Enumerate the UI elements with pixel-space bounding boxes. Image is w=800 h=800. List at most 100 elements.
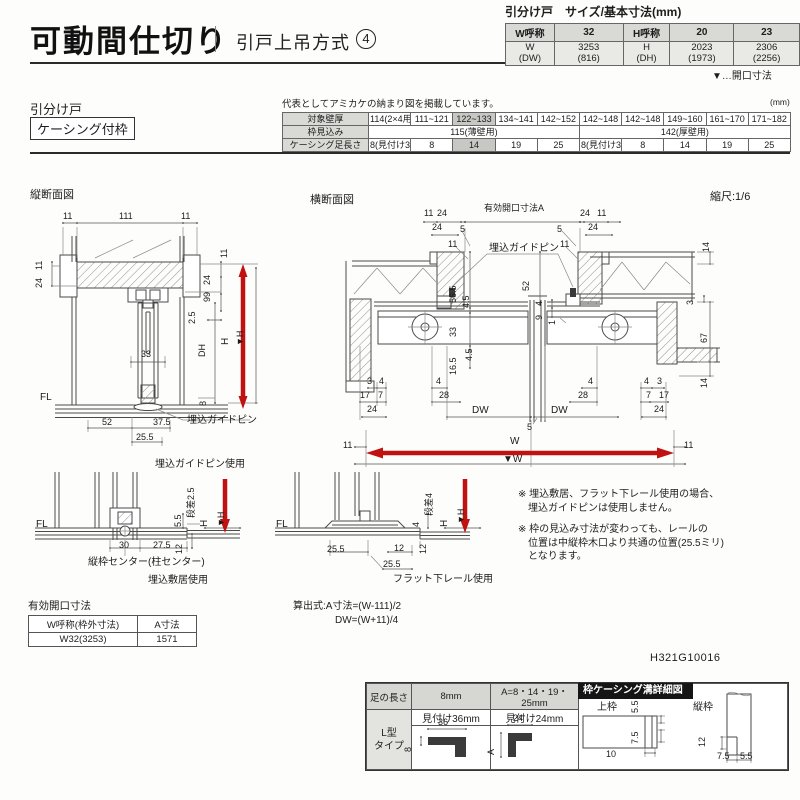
dim: 12 (394, 543, 405, 553)
dim: 24 (202, 274, 212, 285)
dim: 12 (174, 543, 184, 554)
calculation-formula: 算出式:A寸法=(W-111)/2 DW=(W+11)/4 (293, 600, 401, 628)
table-cell: 134~141 (494, 112, 538, 126)
dim: 30 (119, 540, 130, 550)
dim: 24 (432, 222, 443, 232)
table-cell: W(DW) (505, 41, 555, 66)
formula-line: 算出式:A寸法=(W-111)/2 (293, 601, 402, 612)
dim: 11 (343, 440, 353, 450)
table-cell: 14 (663, 138, 707, 152)
dim: 24 (367, 404, 378, 414)
table-cell: 111~121 (410, 112, 454, 126)
table-cell: 19 (705, 138, 749, 152)
dim: 67 (699, 332, 709, 343)
label: 埋込敷居使用 (148, 575, 208, 586)
table-cell: 115(薄壁用) (368, 125, 580, 139)
dim: 11 (34, 260, 44, 270)
vertical-section-drawing (52, 223, 258, 446)
column-header: A寸法 (137, 615, 197, 633)
dim: 段差2.5 (186, 487, 196, 518)
table-cell: 2306(2256) (733, 41, 800, 66)
dim: 25.5 (136, 432, 154, 442)
table-cell: 8(見付け36) (578, 138, 623, 152)
door-type-label: 引分け戸 (30, 102, 83, 117)
column-header: 20 (669, 23, 735, 42)
dim: W (510, 436, 520, 447)
dim: 17 (360, 390, 371, 400)
dim: 3 (685, 299, 695, 305)
casing-frame-label: ケーシング付枠 (30, 117, 135, 140)
dim: 111 (119, 211, 133, 221)
dim: 24 (580, 208, 591, 218)
profile-24-cell (490, 725, 579, 770)
fl-label: FL (36, 519, 48, 530)
flat-rail-detail-drawing (275, 472, 480, 569)
dim: 5 (557, 224, 563, 234)
wall-table-caption: 代表としてアミカケの納まり図を掲載しています。 (282, 99, 499, 110)
table-cell: H(DH) (622, 41, 671, 66)
dim: 33 (141, 349, 152, 359)
dim: 11 (63, 211, 73, 221)
table-cell: 114(2×4用) (367, 112, 412, 126)
dim: ▼W (503, 454, 523, 465)
dim: 27.5 (153, 540, 171, 550)
dim: DW (551, 405, 568, 416)
dim: 7 (378, 390, 384, 400)
column-header: 足の長さ (366, 683, 412, 710)
door-type-caption: 引分け戸 (505, 5, 554, 19)
dim: 5 (527, 422, 533, 432)
table-cell-highlighted: 122~133 (452, 112, 496, 126)
dim: 56.5 (448, 285, 458, 303)
column-header: W呼称(枠外寸法) (28, 615, 138, 633)
dim: 12 (418, 543, 428, 554)
table-cell: 149~160 (663, 112, 707, 126)
dim: ▼H (456, 508, 466, 524)
label: 埋込ガイドピン使用 (155, 459, 245, 470)
section-rule (30, 152, 790, 154)
column-header: 見付け24mm (490, 709, 579, 726)
dim: 8 (198, 400, 208, 406)
dim: 33 (448, 326, 458, 337)
dim: 9 (534, 314, 544, 320)
dim: 99 (202, 291, 212, 302)
row-header: ケーシング足長さ (282, 138, 369, 152)
document-code: H321G10016 (650, 652, 721, 664)
groove-detail-area: 枠ケーシング溝詳細図 (578, 683, 788, 770)
dim: H (439, 519, 450, 527)
column-header: H呼称 (622, 23, 671, 42)
dim: 11 (597, 208, 607, 218)
l-type-label: L型 タイプ (366, 709, 412, 770)
dim: 11 (560, 239, 570, 249)
dim: 17 (659, 390, 670, 400)
dim: DW (472, 405, 489, 416)
groove-detail-header: 枠ケーシング溝詳細図 (578, 683, 693, 699)
table-cell: 142~148 (578, 112, 623, 126)
dim: 24 (437, 208, 448, 218)
column-header: 8mm (411, 683, 491, 710)
dim: 24 (588, 222, 599, 232)
vs-title: 縦断面図 (30, 189, 74, 201)
dim: 28 (439, 390, 450, 400)
dim: 3 (657, 376, 663, 386)
profile-36-cell (411, 725, 491, 770)
dim: 14 (701, 241, 711, 252)
eff-opening-label: 有効開口寸法A (484, 203, 545, 213)
dim: 1 (547, 319, 557, 325)
formula-line: DW=(W+11)/4 (335, 615, 399, 626)
dim: 11 (424, 208, 434, 218)
table-cell: 142~148 (621, 112, 665, 126)
table-cell: 142(厚壁用) (578, 125, 791, 139)
row-header: 枠見込み (282, 125, 369, 139)
unit-label: (mm) (770, 97, 790, 107)
hs-title: 横断面図 (310, 194, 354, 206)
table-cell: 171~182 (747, 112, 791, 126)
table-cell: 161~170 (705, 112, 749, 126)
dim: 24 (34, 277, 44, 288)
dim: 4.5 (464, 348, 474, 361)
dim: 4 (436, 376, 442, 386)
dim: 4 (644, 376, 650, 386)
dim: 11 (684, 440, 694, 450)
dim: 14 (699, 377, 709, 388)
casing-detail-table: 足の長さ 8mm A=8・14・19・25mm 枠ケーシング溝詳細図 L型 タイ… (365, 682, 789, 771)
